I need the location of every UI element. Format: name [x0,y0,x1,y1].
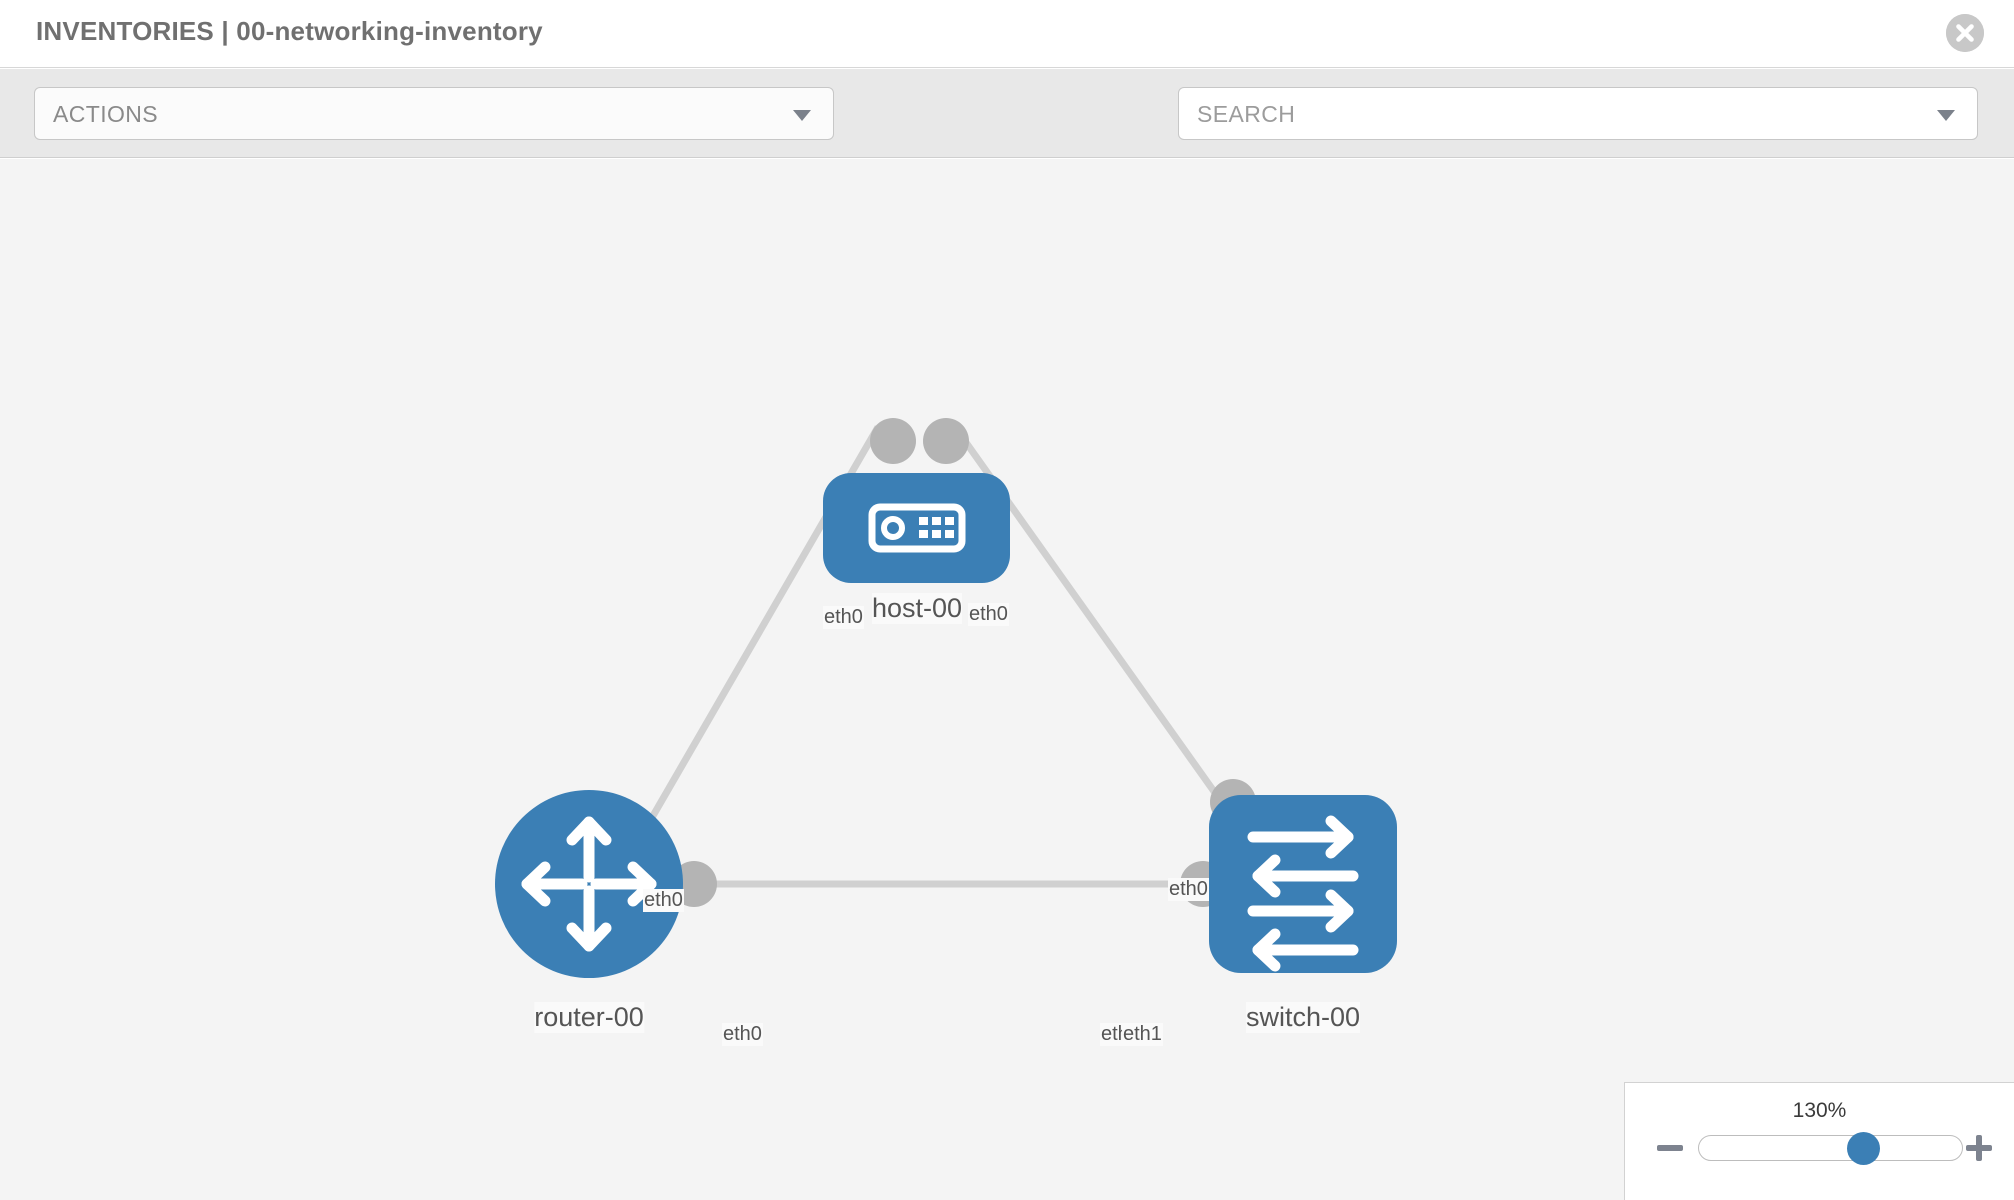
node-label-router-00: router-00 [534,1002,644,1033]
close-icon [1946,14,1984,52]
node-label-host-00: host-00 [871,593,963,624]
close-button[interactable] [1946,14,1984,52]
actions-dropdown[interactable]: ACTIONS [34,87,834,140]
port-circle[interactable] [870,418,916,464]
node-shape [823,473,1010,583]
zoom-level-label: 130% [1792,1099,1847,1122]
zoom-slider[interactable] [1698,1132,1963,1165]
iface-label: eth1 [1122,1023,1163,1046]
plus-icon [1966,1135,1992,1161]
switch-arrows-icon [1247,815,1359,972]
iface-label: eth0 [722,1023,763,1046]
server-icon [868,503,966,553]
node-host-00[interactable] [823,473,1010,583]
minus-icon [1657,1145,1683,1151]
actions-dropdown-label: ACTIONS [53,101,159,127]
search-input[interactable]: SEARCH [1178,87,1978,140]
node-label-switch-00: switch-00 [1245,1002,1361,1033]
iface-label: eth0 [643,889,684,912]
node-shape [495,790,683,978]
iface-label: eth0 [968,603,1009,626]
node-switch-00[interactable] [1209,795,1397,973]
iface-label: eth0 [1168,878,1209,901]
zoom-in-button[interactable] [1962,1131,1996,1165]
router-arrows-icon [521,816,657,952]
search-placeholder: SEARCH [1197,101,1296,127]
page-title: INVENTORIES | 00-networking-inventory [36,16,543,46]
topology-graph [495,418,1397,978]
toolbar: ACTIONS SEARCH [0,69,2014,198]
zoom-out-button[interactable] [1653,1131,1687,1165]
zoom-slider-handle[interactable] [1847,1132,1881,1165]
page-header: INVENTORIES | 00-networking-inventory [0,0,2014,68]
port-circle[interactable] [923,418,969,464]
node-router-00[interactable] [495,790,683,978]
chevron-down-icon[interactable] [1937,110,1955,121]
iface-label: eth0 [823,606,864,629]
chevron-down-icon [793,110,811,121]
topology-canvas[interactable]: host-00 router-00 switch-00 eth0 eth0 et… [0,159,2014,1200]
zoom-control-panel: 130% [1624,1082,2014,1200]
